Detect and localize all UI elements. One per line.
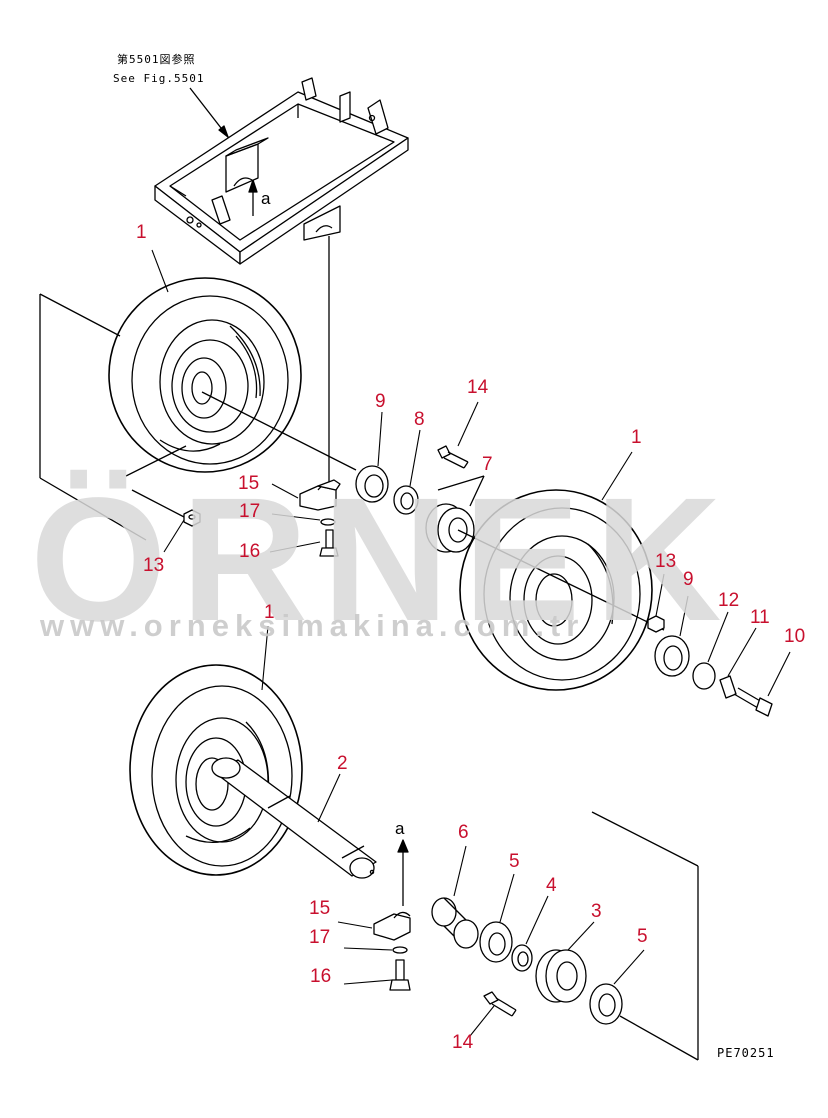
callout-8-seal: 8 xyxy=(414,409,425,430)
callout-16-bolt: 16 xyxy=(239,541,261,562)
callout-3-hub: 3 xyxy=(591,901,602,922)
callout-7-hub: 7 xyxy=(482,454,493,475)
wheel-a-nut-line xyxy=(131,489,187,519)
nut-13-left xyxy=(183,509,201,527)
wheel-b-axis-line xyxy=(457,529,665,631)
bearing-5-lower-mid xyxy=(479,921,513,963)
bearing-5-lower-right xyxy=(589,983,623,1025)
bolt-14-lower xyxy=(483,991,517,1017)
arrow-a-lower-label: a xyxy=(395,819,405,838)
shaft-2 xyxy=(211,757,377,879)
callout-5-bearing-lower: 5 xyxy=(637,926,648,947)
bolt-16-lower xyxy=(389,959,411,991)
wheel-a-bracket-bottom xyxy=(39,477,147,541)
callout-7-bracket-b xyxy=(469,475,485,507)
arrow-a-upper-head xyxy=(248,179,258,193)
wheel-a-axis-line xyxy=(201,391,357,471)
watermark-url: www.orneksimakina.com.tr xyxy=(40,608,585,643)
callout-4-seal: 4 xyxy=(546,875,557,896)
callout-9-bearing-right: 9 xyxy=(683,569,694,590)
callout-15-clamp: 15 xyxy=(238,473,260,494)
callout-12-cap: 12 xyxy=(718,590,740,611)
drawing-number: PE70251 xyxy=(717,1046,775,1060)
frame xyxy=(154,77,409,265)
callout-14-bolt: 14 xyxy=(467,377,489,398)
callout-14-bolt-lower: 14 xyxy=(452,1032,474,1053)
callout-9-bearing: 9 xyxy=(375,391,386,412)
callout-1-wheel-lower-left: 1 xyxy=(264,602,275,623)
lower-bracket-top xyxy=(591,811,699,867)
bolt-16-upper xyxy=(319,529,339,557)
washer-17-lower xyxy=(392,946,408,954)
arrow-a-upper-label: a xyxy=(261,189,271,208)
callout-5-bearing: 5 xyxy=(509,851,520,872)
callout-7-bracket-a xyxy=(437,475,485,491)
callout-6-collar: 6 xyxy=(458,822,469,843)
callout-16-bolt-lower: 16 xyxy=(310,966,332,987)
collar-6 xyxy=(431,897,479,949)
cap-12 xyxy=(692,662,716,690)
callout-17-washer-lower: 17 xyxy=(309,927,331,948)
clamp-15-upper xyxy=(299,479,341,511)
bolt-10 xyxy=(733,687,773,717)
wheel-a-stud-line xyxy=(125,445,187,477)
wheel-a-bracket-top xyxy=(39,293,121,337)
callout-13-nut-left: 13 xyxy=(143,555,165,576)
callout-2-shaft: 2 xyxy=(337,753,348,774)
reference-leader-arrowhead xyxy=(218,125,229,138)
callout-17-washer: 17 xyxy=(239,501,261,522)
callout-1-wheel-upper-left: 1 xyxy=(136,222,147,243)
bearing-9-right xyxy=(654,635,690,677)
hub-7 xyxy=(425,503,475,553)
reference-text-english: See Fig.5501 xyxy=(113,72,205,85)
wheel-right xyxy=(459,489,653,691)
callout-leaders xyxy=(151,249,791,1037)
callout-13-nut-right: 13 xyxy=(655,551,677,572)
washer-17-upper xyxy=(320,518,336,526)
lower-bracket-bottom xyxy=(619,1015,699,1061)
bearing-9-upper xyxy=(355,465,389,503)
reference-text-japanese: 第5501図参照 xyxy=(117,53,196,66)
callout-1-wheel-right: 1 xyxy=(631,427,642,448)
bolt-14-upper xyxy=(437,445,469,469)
seal-4 xyxy=(511,944,533,972)
seal-8 xyxy=(393,485,419,515)
callout-10-bolt: 10 xyxy=(784,626,806,647)
wheel-upper-left xyxy=(108,277,302,473)
hub-3 xyxy=(535,949,587,1003)
clamp-15-lower xyxy=(373,911,411,941)
watermark-word: ÖRNEK xyxy=(30,462,736,658)
callout-15-clamp-lower: 15 xyxy=(309,898,331,919)
arrow-a-lower-head xyxy=(397,839,409,853)
callout-11-lock-plate: 11 xyxy=(750,607,770,628)
lock-plate-11 xyxy=(719,675,737,699)
